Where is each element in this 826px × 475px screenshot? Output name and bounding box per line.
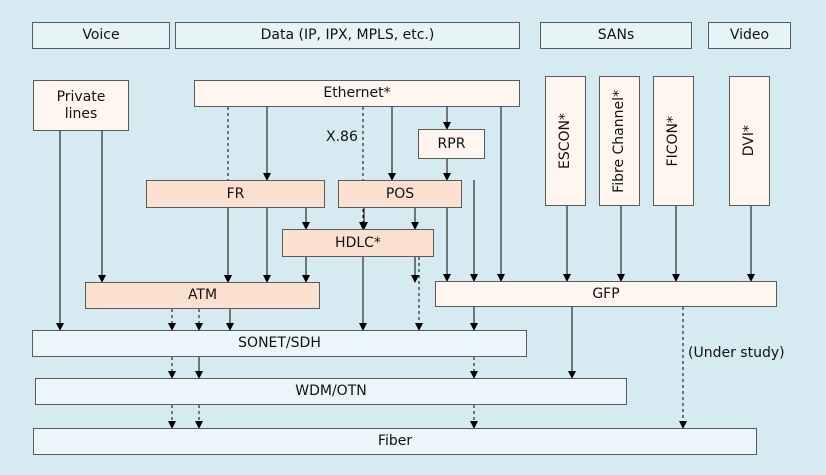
dvi-box: DVI*: [729, 76, 770, 206]
hdlc-box: HDLC*: [282, 229, 434, 257]
fibre-channel-label: Fibre Channel*: [611, 89, 627, 193]
fiber-box: Fiber: [33, 428, 757, 455]
sonet-sdh-box: SONET/SDH: [32, 330, 527, 357]
header-video-label: Video: [729, 27, 770, 43]
fibre-channel-box: Fibre Channel*: [599, 76, 640, 206]
pos-label: POS: [385, 185, 415, 202]
wdm-otn-label: WDM/OTN: [295, 383, 367, 399]
ficon-box: FICON*: [653, 76, 694, 206]
x86-label: X.86: [326, 129, 358, 145]
header-video: Video: [708, 22, 791, 49]
sonet-sdh-label: SONET/SDH: [238, 335, 321, 351]
private-lines-label: Private lines: [56, 88, 106, 122]
escon-label: ESCON*: [557, 113, 573, 169]
header-sans: SANs: [540, 22, 692, 49]
fr-box: FR: [146, 180, 325, 208]
rpr-box: RPR: [418, 129, 485, 159]
fiber-label: Fiber: [377, 433, 413, 449]
header-voice: Voice: [32, 22, 170, 49]
header-voice-label: Voice: [82, 27, 120, 43]
rpr-label: RPR: [437, 135, 466, 152]
ethernet-label: Ethernet*: [323, 85, 391, 101]
ficon-label: FICON*: [665, 115, 681, 167]
ethernet-box: Ethernet*: [194, 80, 520, 107]
header-data: Data (IP, IPX, MPLS, etc.): [175, 22, 520, 49]
escon-box: ESCON*: [545, 76, 586, 206]
gfp-box: GFP: [435, 281, 777, 307]
under-study-label: (Under study): [688, 345, 785, 361]
pos-box: POS: [338, 180, 462, 208]
dvi-label: DVI*: [741, 125, 757, 157]
private-lines-box: Private lines: [33, 80, 129, 131]
header-sans-label: SANs: [597, 27, 635, 43]
hdlc-label: HDLC*: [335, 234, 381, 251]
header-data-label: Data (IP, IPX, MPLS, etc.): [260, 27, 435, 43]
gfp-label: GFP: [592, 285, 620, 302]
atm-box: ATM: [85, 282, 320, 309]
fr-label: FR: [226, 185, 245, 202]
wdm-otn-box: WDM/OTN: [35, 378, 627, 405]
atm-label: ATM: [187, 287, 218, 303]
